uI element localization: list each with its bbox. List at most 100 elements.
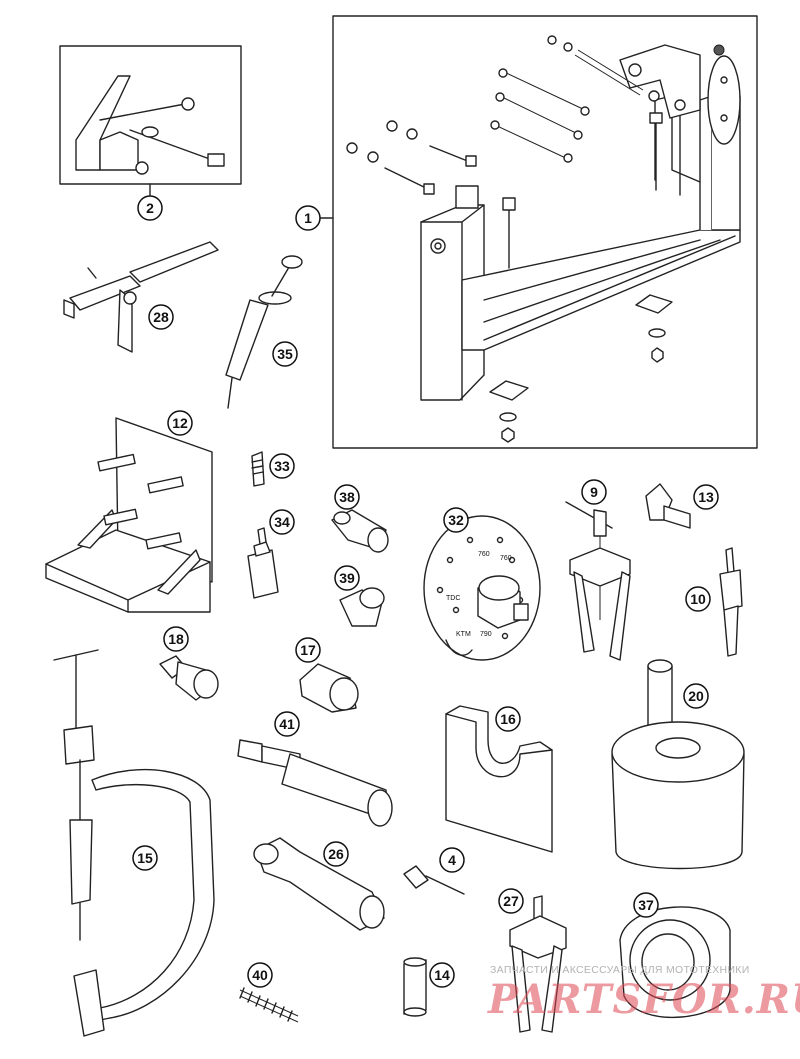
callout-number: 33 bbox=[274, 458, 290, 474]
callout-number: 40 bbox=[252, 967, 268, 983]
callout-number: 26 bbox=[328, 846, 344, 862]
callout-circle bbox=[334, 484, 360, 510]
callout-number: 35 bbox=[277, 346, 293, 362]
callout-number: 15 bbox=[137, 850, 153, 866]
callout-15: 15 bbox=[132, 845, 158, 871]
part-20-press-tool bbox=[611, 659, 745, 870]
callout-28: 28 bbox=[148, 304, 174, 330]
callout-40: 40 bbox=[247, 962, 273, 988]
part-41-drift bbox=[237, 739, 393, 827]
callout-number: 18 bbox=[168, 631, 184, 647]
callout-circle bbox=[132, 845, 158, 871]
plate-32-marking-3: 760 bbox=[500, 555, 512, 562]
callout-26: 26 bbox=[323, 841, 349, 867]
part-27-puller bbox=[509, 895, 567, 1033]
callout-13: 13 bbox=[693, 484, 719, 510]
callout-circle bbox=[685, 586, 711, 612]
plate-32-marking-2: 760 bbox=[478, 551, 490, 558]
part-33-plug bbox=[251, 451, 265, 487]
callout-39: 39 bbox=[334, 565, 360, 591]
callout-circle bbox=[498, 888, 524, 914]
callout-16: 16 bbox=[495, 706, 521, 732]
callout-circle bbox=[295, 637, 321, 663]
callout-circle bbox=[269, 453, 295, 479]
callout-number: 13 bbox=[698, 489, 714, 505]
part-35-syringe bbox=[225, 255, 303, 409]
callout-circle bbox=[633, 892, 659, 918]
part-1-engine-stand bbox=[319, 15, 758, 449]
callout-41: 41 bbox=[274, 711, 300, 737]
callout-32: 32 bbox=[443, 507, 469, 533]
callout-circle bbox=[443, 507, 469, 533]
callout-1: 1 bbox=[295, 205, 321, 231]
callout-number: 12 bbox=[172, 415, 188, 431]
callout-33: 33 bbox=[269, 453, 295, 479]
callout-number: 38 bbox=[339, 489, 355, 505]
callout-circle bbox=[334, 565, 360, 591]
callout-14: 14 bbox=[429, 962, 455, 988]
part-12-mounting-plate bbox=[45, 417, 213, 613]
plate-32-marking-5: 790 bbox=[480, 631, 492, 638]
part-15-c-clamp bbox=[53, 649, 215, 1037]
callout-circle bbox=[274, 711, 300, 737]
callout-circle bbox=[683, 683, 709, 709]
plate-32-marking-4: KTM bbox=[456, 631, 471, 638]
callout-circle bbox=[167, 410, 193, 436]
callout-circle bbox=[163, 626, 189, 652]
part-16-block bbox=[445, 705, 553, 853]
watermark-logo: PARTSFOR.RU bbox=[488, 976, 800, 1023]
callout-27: 27 bbox=[498, 888, 524, 914]
part-17-sleeve bbox=[299, 663, 359, 713]
part-9-puller bbox=[565, 501, 631, 661]
part-13-knob bbox=[645, 483, 691, 529]
callout-4: 4 bbox=[439, 847, 465, 873]
callout-number: 34 bbox=[274, 514, 290, 530]
part-39-sleeve bbox=[339, 587, 385, 627]
callout-9: 9 bbox=[581, 479, 607, 505]
part-28-clamp bbox=[63, 241, 219, 353]
part-4-gauge bbox=[403, 865, 465, 895]
part-37-ring bbox=[619, 906, 731, 1019]
callout-number: 4 bbox=[448, 852, 456, 868]
callout-circle bbox=[247, 962, 273, 988]
part-18-adapter bbox=[159, 655, 219, 701]
part-32-degree-wheel: TDC 760 760 KTM 790 bbox=[423, 515, 541, 661]
callout-35: 35 bbox=[272, 341, 298, 367]
part-38-sleeve bbox=[331, 509, 389, 553]
callout-10: 10 bbox=[685, 586, 711, 612]
callout-38: 38 bbox=[334, 484, 360, 510]
callout-number: 10 bbox=[690, 591, 706, 607]
callout-number: 2 bbox=[146, 200, 154, 216]
callout-number: 20 bbox=[688, 688, 704, 704]
part-26-socket bbox=[253, 837, 385, 931]
callout-circle bbox=[137, 195, 163, 221]
callout-34: 34 bbox=[269, 509, 295, 535]
part-40-spring bbox=[239, 987, 299, 1023]
part-10-extractor bbox=[719, 547, 743, 657]
plate-32-marking-1: TDC bbox=[446, 595, 460, 602]
callout-number: 37 bbox=[638, 897, 654, 913]
callout-37: 37 bbox=[633, 892, 659, 918]
callout-circle bbox=[581, 479, 607, 505]
callout-number: 16 bbox=[500, 711, 516, 727]
callout-number: 17 bbox=[300, 642, 316, 658]
part-34-bottle bbox=[247, 527, 279, 599]
callout-circle bbox=[323, 841, 349, 867]
callout-circle bbox=[693, 484, 719, 510]
callout-circle bbox=[148, 304, 174, 330]
watermark-tagline: ЗАПЧАСТИ И АКСЕССУАРЫ ДЛЯ МОТОТЕХНИКИ bbox=[490, 964, 750, 976]
callout-2: 2 bbox=[137, 195, 163, 221]
part-2-holding-tool bbox=[59, 45, 242, 196]
callout-circle bbox=[495, 706, 521, 732]
callout-number: 9 bbox=[590, 484, 598, 500]
callout-circle bbox=[429, 962, 455, 988]
callout-18: 18 bbox=[163, 626, 189, 652]
callout-circle bbox=[295, 205, 321, 231]
callout-circle bbox=[269, 509, 295, 535]
callout-number: 32 bbox=[448, 512, 464, 528]
callout-12: 12 bbox=[167, 410, 193, 436]
callout-number: 39 bbox=[339, 570, 355, 586]
callout-number: 14 bbox=[434, 967, 450, 983]
